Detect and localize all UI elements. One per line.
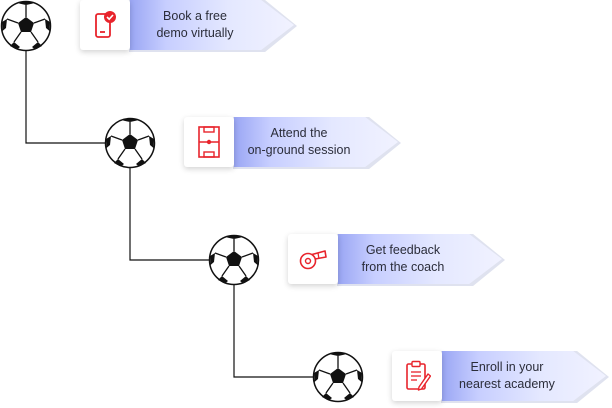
soccer-ball-icon bbox=[0, 0, 52, 52]
whistle-icon bbox=[288, 234, 338, 284]
soccer-ball-icon bbox=[104, 117, 156, 169]
phone-check-icon bbox=[80, 0, 130, 50]
soccer-ball-icon bbox=[312, 351, 364, 403]
soccer-ball-icon bbox=[208, 234, 260, 286]
clipboard-pencil-icon bbox=[392, 351, 442, 401]
football-field-icon bbox=[184, 117, 234, 167]
